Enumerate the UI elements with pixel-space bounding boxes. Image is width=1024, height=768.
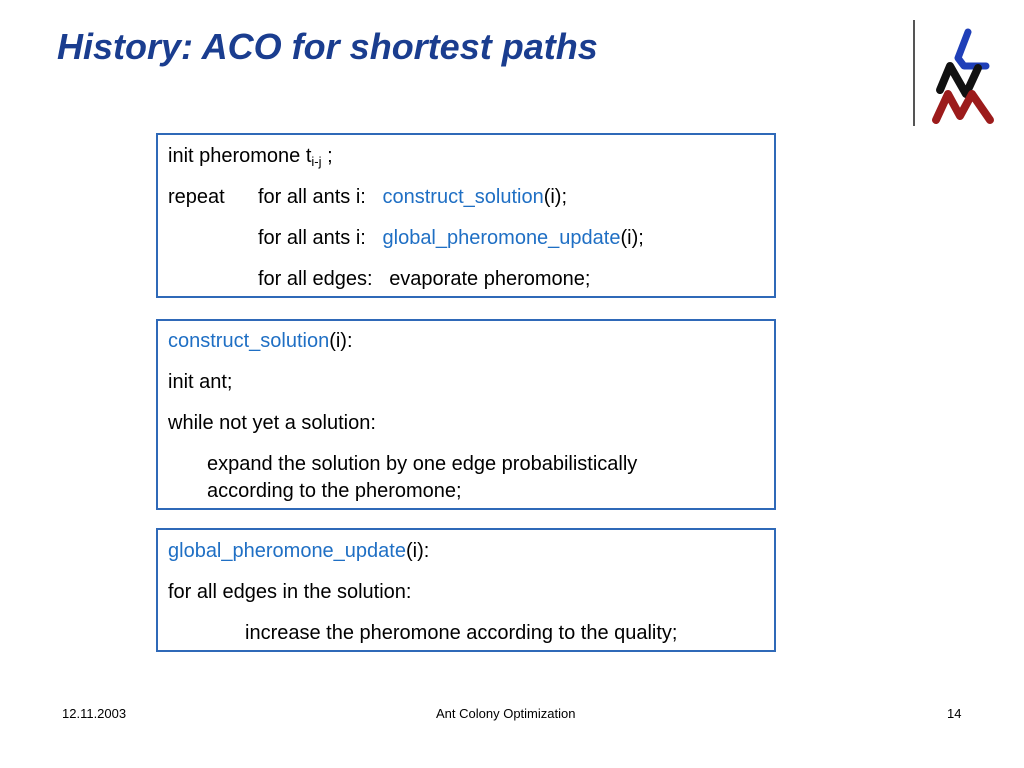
- loop-label: for all ants i:: [258, 227, 366, 249]
- call-args: (i);: [543, 186, 568, 208]
- call-args: (i);: [620, 227, 644, 249]
- semicolon: ;: [321, 145, 333, 167]
- evaporate-text: evaporate pheromone;: [389, 268, 591, 290]
- while-line: while not yet a solution:: [168, 412, 376, 434]
- construct-solution-ref: construct_solution: [382, 186, 544, 208]
- global-update-box: global_pheromone_update(i): for all edge…: [156, 528, 776, 652]
- repeat-keyword: repeat: [168, 186, 225, 208]
- increase-line: increase the pheromone according to the …: [245, 622, 678, 644]
- logo-divider: [913, 20, 915, 126]
- loop-line-2: for all ants i: global_pheromone_update(…: [258, 226, 644, 250]
- slide-title: History: ACO for shortest paths: [57, 26, 598, 67]
- footer-title: Ant Colony Optimization: [436, 706, 576, 721]
- global-update-heading: global_pheromone_update(i):: [168, 539, 429, 563]
- function-args: (i):: [329, 330, 353, 352]
- loop-line-3: for all edges: evaporate pheromone;: [258, 267, 590, 291]
- for-edges-line: for all edges in the solution:: [168, 581, 412, 603]
- page-number: 14: [947, 706, 962, 721]
- init-ant-line: init ant;: [168, 371, 233, 393]
- function-args: (i):: [405, 540, 430, 562]
- expand-line-2: according to the pheromone;: [207, 480, 462, 502]
- function-name: global_pheromone_update: [168, 540, 406, 562]
- init-pheromone-line: init pheromone ti-j ;: [168, 144, 333, 168]
- loop-label: for all edges:: [258, 268, 373, 290]
- footer-date: 12.11.2003: [62, 706, 127, 721]
- expand-line-1: expand the solution by one edge probabil…: [207, 453, 638, 475]
- function-name: construct_solution: [168, 330, 330, 352]
- loop-line-1: for all ants i: construct_solution(i);: [258, 185, 567, 209]
- init-text: init pheromone t: [168, 145, 312, 167]
- main-algorithm-box: init pheromone ti-j ; repeat for all ant…: [156, 133, 776, 298]
- construct-solution-box: construct_solution(i): init ant; while n…: [156, 319, 776, 510]
- loop-label: for all ants i:: [258, 186, 366, 208]
- construct-solution-heading: construct_solution(i):: [168, 329, 353, 353]
- lamm-logo-icon: [932, 28, 994, 124]
- index-subscript: i-j: [311, 154, 322, 169]
- global-update-ref: global_pheromone_update: [382, 227, 621, 249]
